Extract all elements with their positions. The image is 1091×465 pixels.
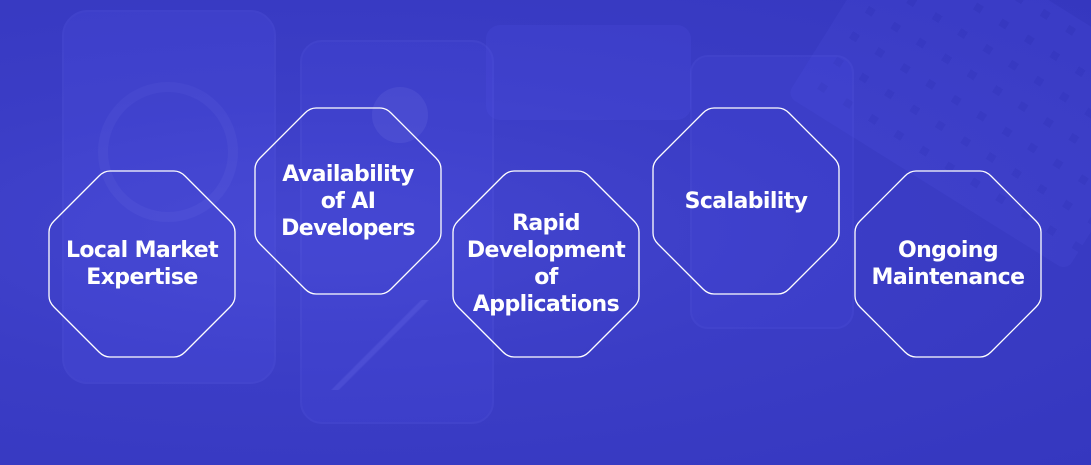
feature-label-line: Rapid: [512, 211, 580, 236]
background-chart-graphic: [320, 300, 480, 390]
feature-label-line: Local Market: [65, 238, 219, 263]
background-phone-mockup-center: [300, 40, 494, 424]
feature-label-line: Expertise: [86, 265, 198, 290]
feature-label-line: of AI: [320, 188, 376, 214]
feature-badge-availability-of-ai-developers: Availability of AI Developers: [254, 107, 442, 295]
background-card-mockup: [486, 25, 691, 120]
feature-label-line: Developers: [281, 215, 415, 241]
feature-label: Scalability: [666, 188, 826, 215]
feature-label: Ongoing Maintenance: [868, 237, 1028, 291]
feature-label: Local Market Expertise: [62, 237, 222, 291]
feature-label-line: of: [534, 265, 558, 290]
feature-badge-local-market-expertise: Local Market Expertise: [48, 170, 236, 358]
feature-label: Availability of AI Developers: [268, 161, 428, 242]
octagon-outline-icon: [452, 170, 640, 358]
feature-badge-scalability: Scalability: [652, 107, 840, 295]
octagon-outline-icon: [254, 107, 442, 295]
feature-label-line: Ongoing: [898, 238, 999, 263]
feature-label-line: Scalability: [684, 188, 808, 214]
feature-label-line: Applications: [472, 292, 620, 317]
feature-label: Rapid Development of Applications: [466, 210, 626, 318]
octagon-outline-icon: [48, 170, 236, 358]
feature-badge-rapid-development-of-applications: Rapid Development of Applications: [452, 170, 640, 358]
background-phone-mockup-left: [62, 10, 276, 384]
feature-label-line: Availability: [282, 161, 414, 187]
feature-label-line: Development: [466, 238, 626, 263]
octagon-outline-icon: [854, 170, 1042, 358]
feature-label-line: Maintenance: [871, 265, 1026, 290]
octagon-outline-icon: [652, 107, 840, 295]
background-phone-mockup-right: [690, 55, 854, 329]
feature-badge-ongoing-maintenance: Ongoing Maintenance: [854, 170, 1042, 358]
